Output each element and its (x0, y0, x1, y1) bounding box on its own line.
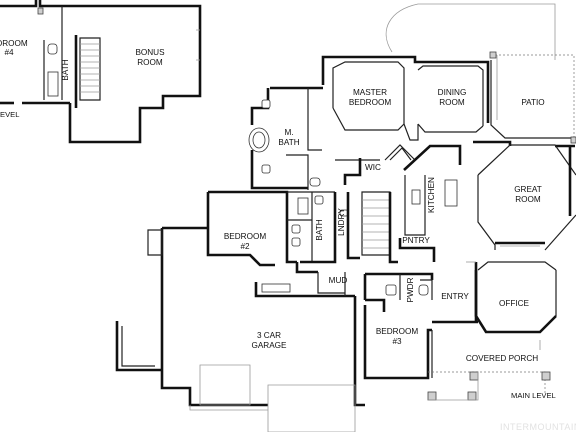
mbath-label: M. (284, 128, 293, 137)
patio-label: PATIO (521, 98, 544, 107)
bedroom4-number: #4 (4, 48, 14, 57)
bath-sink-2 (291, 237, 301, 247)
upper-bath-label: BATH (61, 59, 70, 80)
pwdr-toilet (418, 284, 429, 296)
mbath-sink (261, 99, 271, 109)
upper-tub (47, 71, 59, 97)
great-room-label-2: ROOM (515, 195, 541, 204)
main-level-plan (115, 3, 576, 432)
pwdr-label: PWDR (406, 277, 415, 302)
mud-label: MUD (329, 276, 348, 285)
master-bedroom-label: MASTER (353, 88, 387, 97)
upper-level-caption: EVEL (0, 110, 19, 119)
entry-label: ENTRY (441, 292, 469, 301)
dining-room-label: DINING (438, 88, 467, 97)
bath-sink-1 (291, 224, 301, 234)
covered-porch-label: COVERED PORCH (466, 354, 538, 363)
bath-label: BATH (315, 219, 324, 240)
bonus-room-label: BONUS (135, 48, 165, 57)
upper-stairs (79, 37, 101, 101)
pntry-label: PNTRY (402, 236, 430, 245)
master-bedroom-label-2: BEDROOM (349, 98, 391, 107)
garage-label-2: GARAGE (251, 341, 287, 350)
lndry-label: LNDRY (337, 208, 346, 236)
main-level-caption: MAIN LEVEL (511, 391, 556, 400)
mud-bench (261, 283, 291, 293)
watermark: INTERMOUNTAIN (500, 422, 576, 432)
porch-post-4 (541, 371, 551, 381)
kitchen-label: KITCHEN (427, 177, 436, 213)
office-label: OFFICE (499, 299, 530, 308)
main-stairs (361, 191, 391, 256)
bedroom3-number: #3 (392, 337, 402, 346)
upper-level-labels: DROOM #4 BATH BONUS ROOM EVEL (0, 39, 165, 119)
porch-post-2 (467, 391, 477, 401)
bedroom2-number: #2 (240, 242, 250, 251)
mbath-label-2: BATH (278, 138, 299, 147)
upper-toilet (47, 43, 58, 55)
dining-room-label-2: ROOM (439, 98, 465, 107)
great-room-label: GREAT (514, 185, 542, 194)
mbath-toilet (309, 177, 321, 187)
wic-label: WIC (365, 163, 381, 172)
bedroom2-label: BEDROOM (224, 232, 266, 241)
porch-post-3 (469, 371, 479, 381)
upper-corner-post (37, 7, 44, 15)
bedroom3-label: BEDROOM (376, 327, 418, 336)
main-level-labels: MASTER BEDROOM DINING ROOM PATIO M. BATH… (224, 88, 556, 400)
porch-post-1 (427, 391, 437, 401)
patio-outline (385, 3, 556, 60)
garage-label: 3 CAR (257, 331, 281, 340)
bonus-room-label-2: ROOM (137, 58, 163, 67)
upper-level-plan (0, 0, 202, 144)
bedroom4-label: DROOM (0, 39, 28, 48)
